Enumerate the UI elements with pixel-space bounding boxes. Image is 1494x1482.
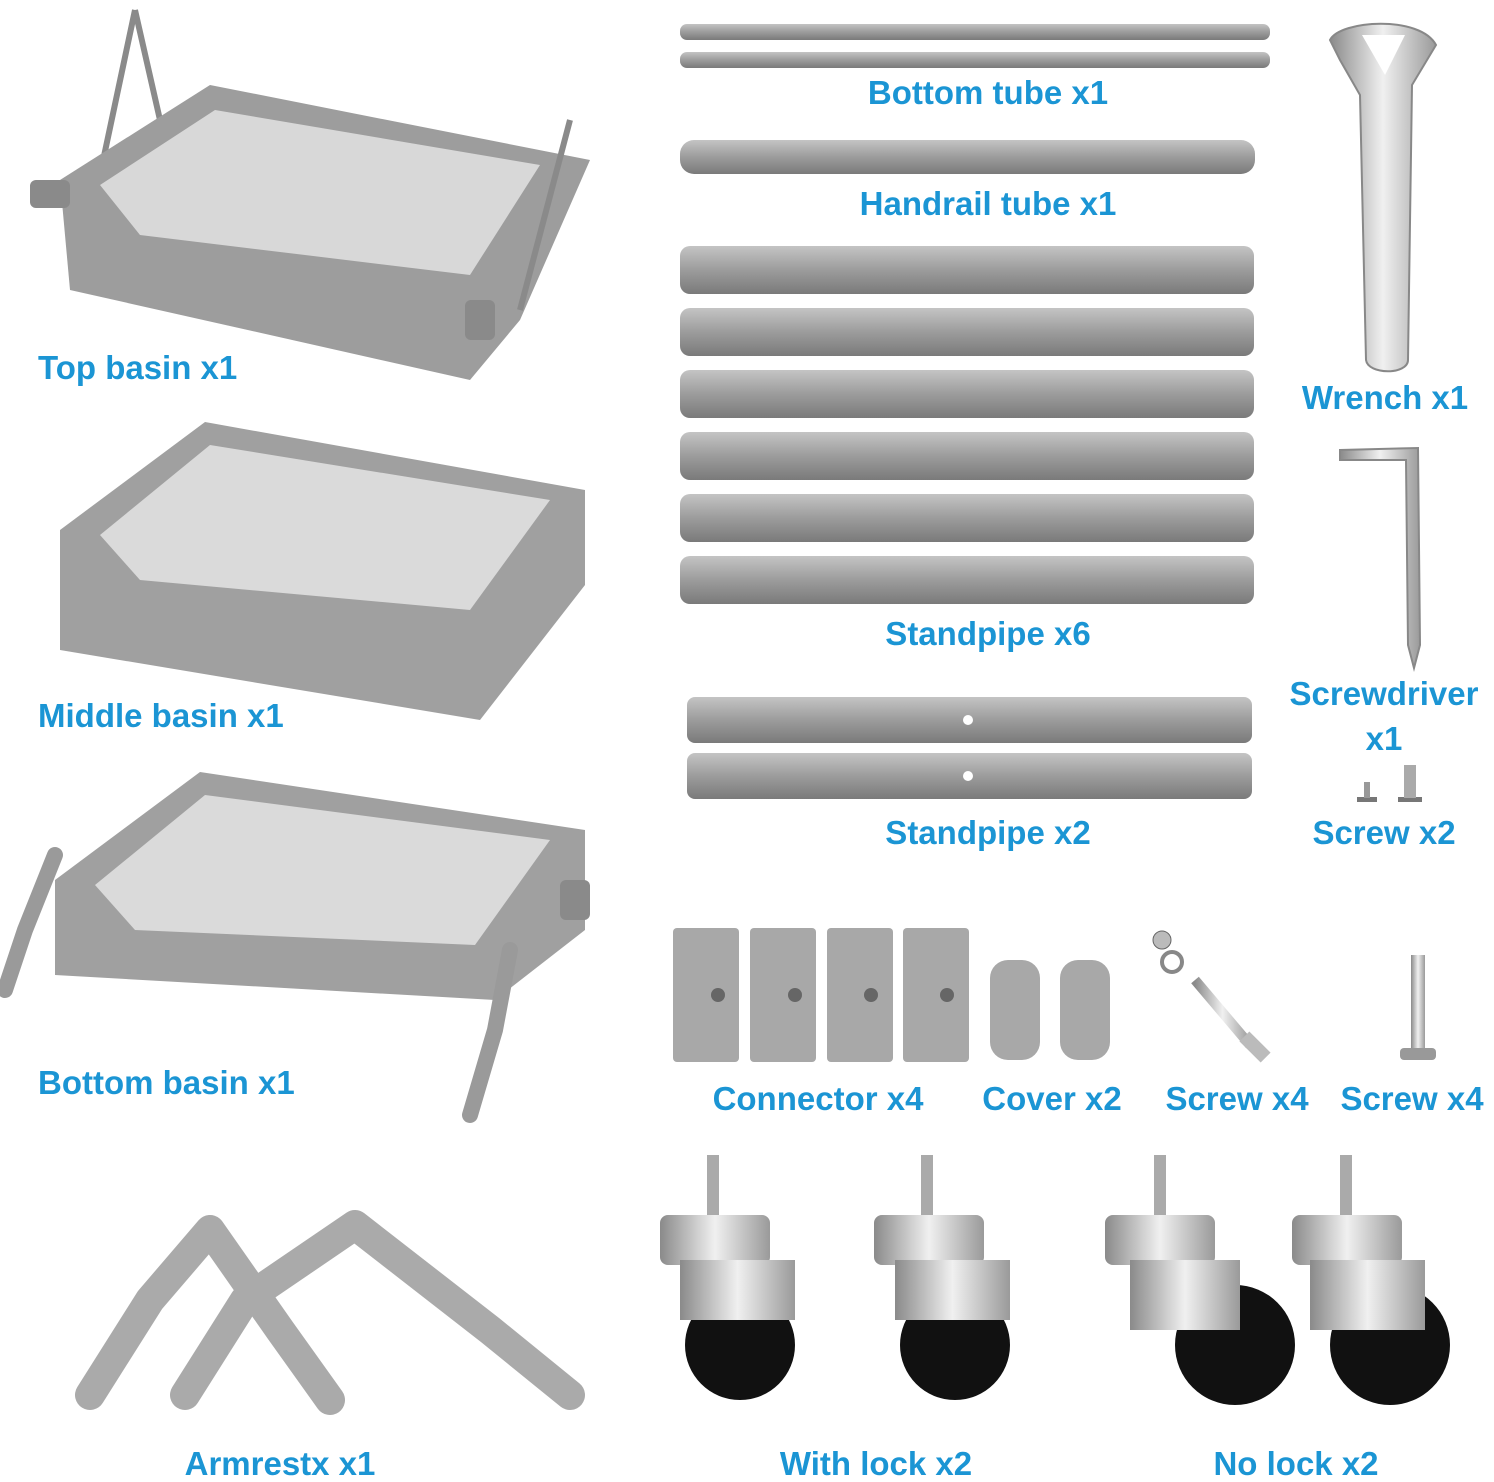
caster-lock-label: With lock x2 xyxy=(779,1445,973,1482)
screwdriver-label: Screwdriver xyxy=(1289,675,1479,712)
machine-screws xyxy=(1400,955,1436,1060)
standpipe-6-label: Standpipe x6 xyxy=(885,615,1091,652)
top-basin xyxy=(30,9,590,380)
bottom-basin-label: Bottom basin x1 xyxy=(38,1064,295,1101)
connectors xyxy=(673,928,969,1062)
top-basin-label: Top basin x1 xyxy=(38,349,238,386)
covers xyxy=(990,960,1110,1060)
armrests xyxy=(75,1210,585,1415)
standpipes-6 xyxy=(680,246,1254,604)
bottom-basin xyxy=(0,772,590,1123)
screwdriver xyxy=(1339,446,1422,672)
wrench xyxy=(1328,22,1438,373)
connector-label: Connector x4 xyxy=(712,1080,924,1117)
armrest-label: Armrestx x1 xyxy=(184,1445,376,1482)
wrench-label: Wrench x1 xyxy=(1301,379,1469,416)
screwdriver-qty-label: x1 xyxy=(1365,720,1403,757)
middle-basin-label: Middle basin x1 xyxy=(38,697,284,734)
standpipes-2 xyxy=(687,697,1252,799)
casters xyxy=(660,1155,1450,1405)
bottom-tubes xyxy=(680,24,1270,68)
small-screws xyxy=(1357,765,1422,802)
middle-basin xyxy=(60,422,585,720)
screw-bolt-label: Screw x4 xyxy=(1165,1080,1309,1117)
bolts xyxy=(1152,930,1271,1063)
caster-nolock-label: No lock x2 xyxy=(1213,1445,1379,1482)
handrail-tube-label: Handrail tube x1 xyxy=(859,185,1117,222)
standpipe-2-label: Standpipe x2 xyxy=(885,814,1091,851)
handrail-tube xyxy=(680,140,1255,174)
cover-label: Cover x2 xyxy=(982,1080,1122,1117)
screw-small-label: Screw x2 xyxy=(1312,814,1456,851)
bottom-tube-label: Bottom tube x1 xyxy=(867,74,1109,111)
screw-machine-label: Screw x4 xyxy=(1340,1080,1484,1117)
